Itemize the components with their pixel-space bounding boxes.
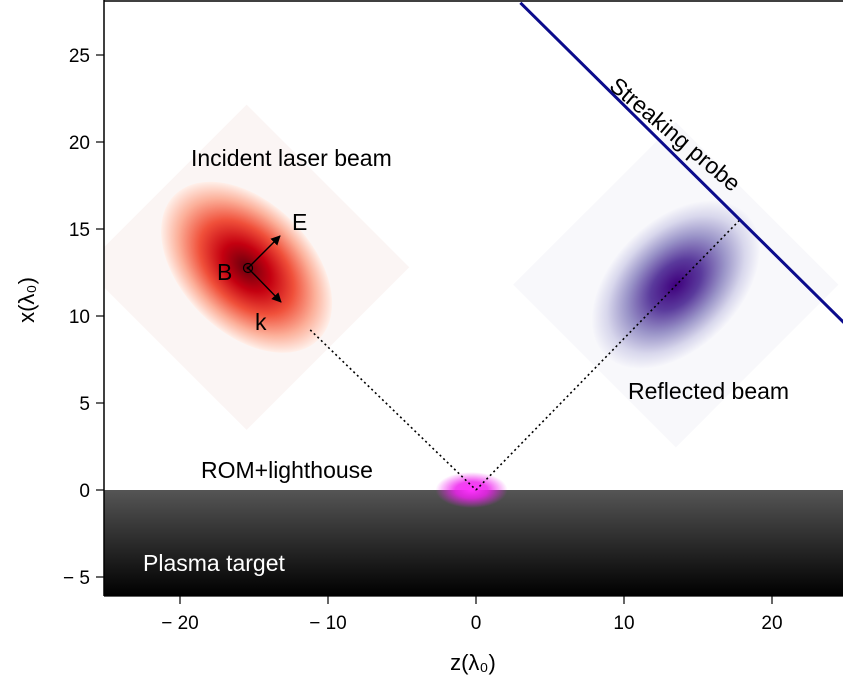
x-tick-label: 0 — [471, 613, 482, 634]
x-tick-label: − 20 — [161, 613, 199, 634]
field-vectors: E B k — [217, 209, 307, 335]
x-axis-ticks: − 20 − 10 0 10 20 — [161, 596, 783, 634]
label-k: k — [255, 309, 267, 335]
y-tick-label: 20 — [69, 133, 90, 154]
y-axis-ticks: 25 20 15 10 5 0 − 5 — [63, 46, 104, 589]
y-tick-label: − 5 — [63, 568, 90, 589]
label-incident-beam: Incident laser beam — [191, 145, 392, 171]
y-tick-label: 15 — [69, 220, 90, 241]
e-field-arrow — [247, 235, 281, 269]
axes-frame — [103, 0, 843, 597]
label-reflected-beam: Reflected beam — [628, 378, 789, 404]
y-tick-label: 0 — [79, 481, 90, 502]
x-tick-label: − 10 — [309, 613, 347, 634]
x-tick-label: 10 — [613, 613, 634, 634]
b-field-dot — [246, 266, 250, 270]
rom-lighthouse-glow — [435, 472, 508, 508]
k-vector-arrow — [247, 267, 282, 303]
y-tick-label: 10 — [69, 307, 90, 328]
y-tick-label: 5 — [79, 394, 90, 415]
streaking-probe-line — [519, 1, 843, 324]
label-plasma-target: Plasma target — [143, 550, 286, 576]
x-axis-label: z(λ₀) — [450, 650, 496, 675]
incident-path-line — [309, 329, 477, 491]
label-b: B — [217, 259, 232, 285]
incident-laser-beam — [161, 181, 333, 353]
plot-area — [104, 1, 843, 596]
y-axis-label: x(λ₀) — [14, 277, 39, 323]
label-rom-lighthouse: ROM+lighthouse — [201, 457, 373, 483]
x-tick-label: 20 — [761, 613, 782, 634]
b-field-symbol — [242, 262, 254, 274]
y-tick-label: 25 — [69, 46, 90, 67]
label-e: E — [292, 209, 307, 235]
